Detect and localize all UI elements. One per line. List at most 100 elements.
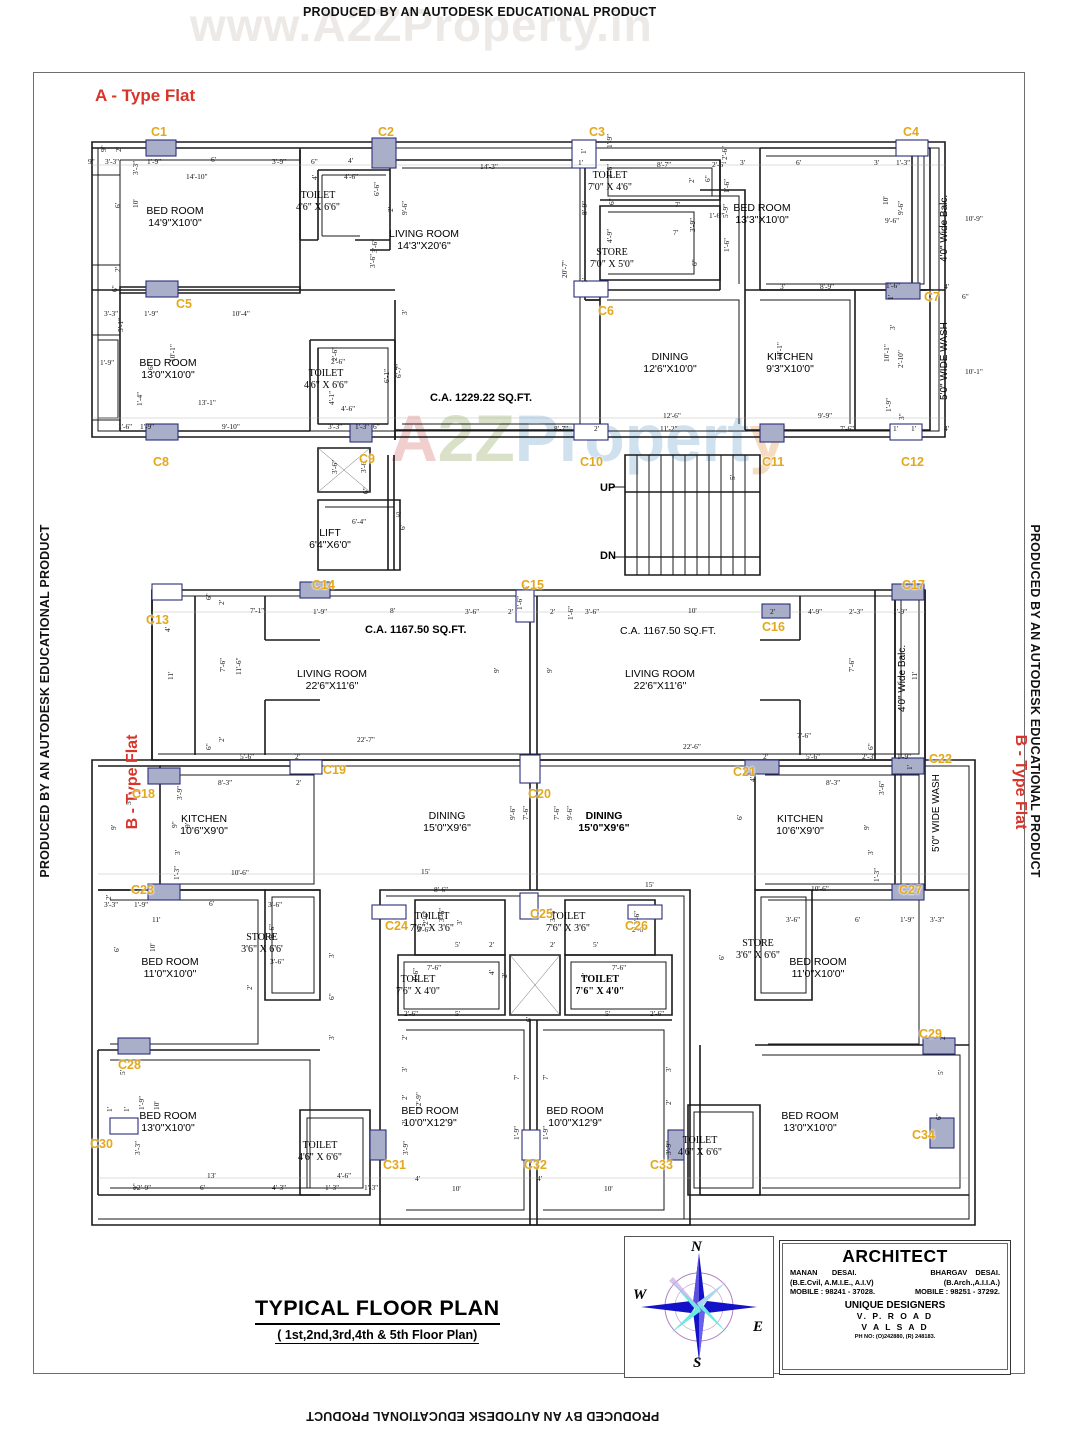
dim-v-120: 6": [934, 1113, 943, 1120]
dim-v-93: 3': [455, 919, 464, 925]
dim-h-87: 2'-6": [417, 925, 432, 934]
dim-v-110: 3': [664, 1066, 673, 1072]
vertical-label-a-balcony: 4'0" Wide Balc.: [939, 194, 950, 262]
dim-h-21: 1'-9": [144, 309, 159, 318]
label-a-type-flat: A - Type Flat: [95, 86, 196, 105]
carpet-area-b-right: C.A. 1167.50 SQ.FT.: [620, 625, 717, 637]
dim-h-16: 1'-3": [896, 158, 911, 167]
dim-h-15: 3': [874, 158, 880, 167]
vertical-label-b-balcony-right: 4'0" Wide Balc.: [897, 644, 908, 712]
column-tag-c22: C22: [929, 752, 952, 766]
column-tag-c20: C20: [528, 787, 551, 801]
dim-v-117: 3'-3": [133, 1140, 142, 1155]
dim-v-76: 9': [862, 824, 871, 830]
dim-v-72: 9': [183, 822, 192, 828]
dim-v-122: 1': [122, 1106, 131, 1112]
column-tag-c25: C25: [530, 907, 553, 921]
dim-h-19: 7': [673, 228, 679, 237]
dim-v-24: 3'-6": [605, 163, 614, 178]
column-tag-c8: C8: [153, 455, 169, 469]
dim-h-30: 3'-3": [328, 422, 343, 431]
dim-v-66: 7'-6": [847, 657, 856, 672]
dim-h-65: 2': [296, 778, 302, 787]
dim-h-13: 3': [740, 158, 746, 167]
dim-v-105: 12'-9": [414, 1092, 423, 1110]
column-tag-c23: C23: [131, 883, 154, 897]
compass-north: N: [691, 1239, 702, 1255]
dim-v-6: 6": [110, 285, 119, 292]
dim-v-77: 3': [866, 849, 875, 855]
dim-v-113: 3'-9": [401, 1140, 410, 1155]
firm-address-1: V. P. R O A D: [856, 1310, 934, 1321]
dim-v-61: 9': [492, 667, 501, 673]
dim-h-7: 14'-10": [186, 172, 208, 181]
column-tag-c34: C34: [912, 1128, 935, 1142]
dim-v-45: 1'-9": [884, 397, 893, 412]
dim-h-79: 6': [209, 899, 215, 908]
dim-v-9: 6": [146, 363, 155, 370]
dim-v-15: 3'-6": [370, 238, 379, 253]
dim-v-97: 4': [487, 969, 496, 975]
column-tag-c27: C27: [899, 883, 922, 897]
dim-h-80: 3'-6": [268, 900, 283, 909]
dim-v-46: 3": [897, 413, 906, 420]
dim-v-40: 1': [886, 294, 895, 300]
dim-h-36: 4': [944, 282, 950, 291]
dim-h-104: 1'-3": [325, 1183, 340, 1192]
dim-h-2: 1'-9": [147, 157, 162, 166]
dim-h-38: 8'-7": [554, 424, 569, 433]
dim-h-59: 7'-1": [250, 606, 265, 615]
column-tag-c10: C10: [580, 455, 603, 469]
dim-v-58: 2': [217, 599, 226, 605]
dim-v-100: 6': [524, 1016, 533, 1022]
dim-h-70: 7'-6": [797, 731, 812, 740]
column-tag-c19: C19: [323, 763, 346, 777]
dim-h-18: 1'-6": [709, 211, 724, 220]
dim-h-99: 13': [207, 1171, 216, 1180]
dim-h-75: 8'-6": [434, 885, 449, 894]
column-tag-c15: C15: [521, 578, 544, 592]
dim-h-23: 1'-9": [100, 358, 115, 367]
dim-v-111: 2': [664, 1099, 673, 1105]
dim-v-51: 5': [728, 474, 737, 480]
dim-v-18: 3': [400, 309, 409, 315]
dim-v-26: 6": [607, 198, 616, 205]
dim-h-56: 4'-9": [808, 607, 823, 616]
dim-h-35: 1'-6": [886, 281, 901, 290]
dim-h-76: 15': [645, 880, 654, 889]
architect1-qualification: (B.E.Cvil, A.M.I.E., A.I.V): [790, 1277, 874, 1287]
dim-v-47: 6': [398, 524, 407, 530]
column-tag-c13: C13: [146, 613, 169, 627]
dim-h-46: 4': [944, 424, 950, 433]
dim-v-11: 4': [310, 174, 319, 180]
carpet-area-b-left: C.A. 1167.50 SQ.FT.: [365, 624, 467, 636]
dim-v-60: 11'-6": [234, 657, 243, 675]
dim-v-21: 4'-1": [327, 390, 336, 405]
dim-v-36: 1'-6": [722, 237, 731, 252]
dim-h-96: 5': [455, 1009, 461, 1018]
dim-v-121: 1': [105, 1106, 114, 1112]
dim-h-5: 6": [311, 157, 318, 166]
dim-h-31: 1'-3": [355, 422, 370, 431]
dim-h-66: 2': [763, 752, 769, 761]
dim-h-34: 8'-9": [820, 282, 835, 291]
dim-v-99: 2': [580, 972, 589, 978]
drawing-sheet-border: [33, 72, 1025, 1374]
dim-v-101: 2': [400, 1034, 409, 1040]
column-tag-c29: C29: [919, 1027, 942, 1041]
dim-v-19: 2'-6": [330, 346, 339, 361]
dim-h-74: 15': [421, 867, 430, 876]
dim-h-28: 1'-6": [118, 422, 133, 431]
dim-h-33: 3': [780, 282, 786, 291]
dim-v-96: 4'-6": [411, 967, 420, 982]
dim-h-9: 14'-3": [480, 162, 498, 171]
dim-v-2: 3'-3": [131, 160, 140, 175]
dim-v-42: 10'-1": [882, 344, 891, 362]
dim-h-1: 3'-3": [105, 157, 120, 166]
column-tag-c17: C17: [902, 578, 925, 592]
dim-v-109: 1'-9": [541, 1125, 550, 1140]
dim-h-109: 4': [537, 1174, 543, 1183]
dim-v-12: 6'-6": [372, 181, 381, 196]
column-tag-c32: C32: [524, 1158, 547, 1172]
dim-h-27: 9'-10": [222, 422, 240, 431]
